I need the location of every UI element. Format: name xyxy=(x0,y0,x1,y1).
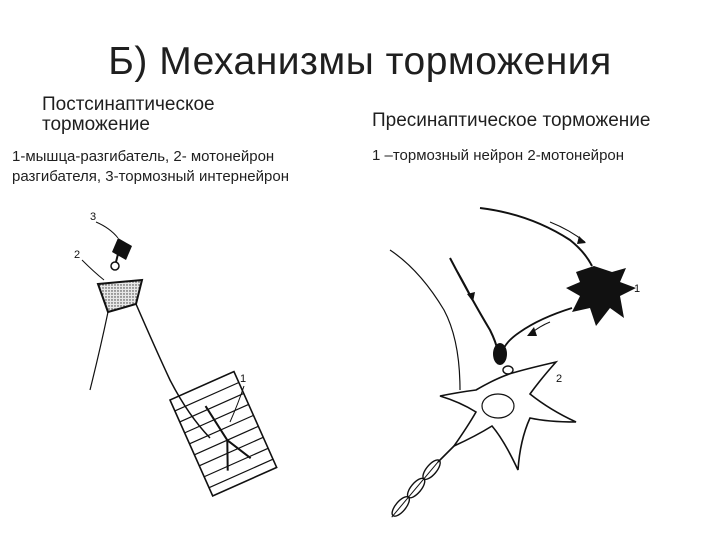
inhibitory-synapse xyxy=(111,262,119,270)
axo-axonal-terminal xyxy=(493,343,507,365)
fibre-outline xyxy=(390,250,460,390)
presynaptic-heading: Пресинаптическое торможение xyxy=(372,110,702,132)
label-1: 1 xyxy=(634,283,640,295)
slide-title: Б) Механизмы торможения xyxy=(0,40,720,84)
presynaptic-diagram: 1 2 xyxy=(380,200,670,520)
presynaptic-caption: 1 –тормозный нейрон 2-мотонейрон xyxy=(372,147,702,164)
label-1: 1 xyxy=(240,373,246,385)
label-2: 2 xyxy=(74,249,80,261)
myelinated-axon xyxy=(388,457,443,520)
inhibitory-neuron xyxy=(566,266,636,326)
label-3: 3 xyxy=(90,211,96,223)
interneuron-axon xyxy=(116,254,118,262)
flow-arrow-mid-head xyxy=(527,327,537,336)
postsynaptic-heading: Постсинаптическое торможение xyxy=(42,95,302,135)
afferent-fibre-top xyxy=(480,208,592,266)
postsynaptic-caption: 1-мышца-разгибатель, 2- мотонейрон разги… xyxy=(12,147,352,187)
motoneuron-axon xyxy=(438,446,454,462)
afferent-fibre-left xyxy=(450,258,498,352)
extensor-muscle xyxy=(170,372,277,496)
label-2-leader xyxy=(82,260,104,280)
motoneuron-dendrite xyxy=(90,312,108,390)
postsynaptic-diagram: 3 2 1 xyxy=(60,200,320,520)
inhibitory-interneuron xyxy=(112,238,132,260)
label-2: 2 xyxy=(556,373,562,385)
motoneuron-axon xyxy=(136,304,210,438)
label-3-leader xyxy=(96,222,118,238)
label-1-leader xyxy=(230,386,244,422)
extensor-motoneuron xyxy=(98,280,142,312)
